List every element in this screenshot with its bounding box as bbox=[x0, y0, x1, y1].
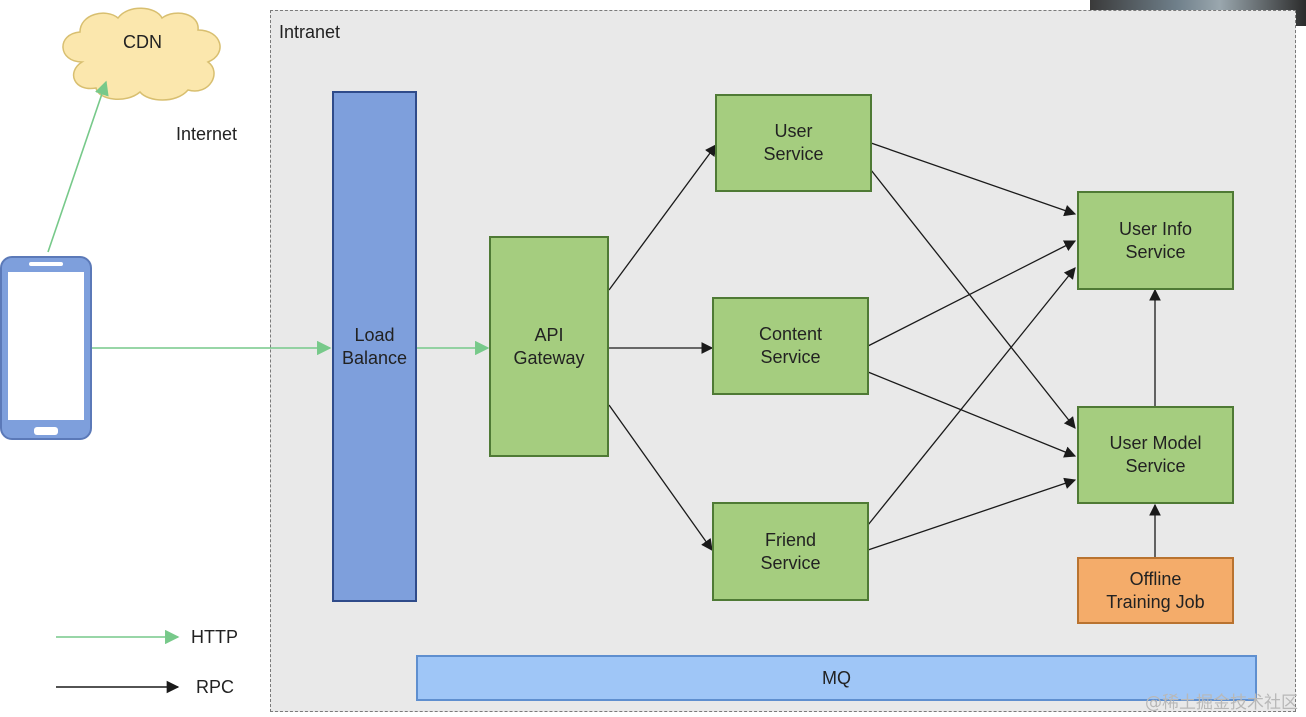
cdn-cloud-icon bbox=[62, 7, 221, 101]
legend-http-label: HTTP bbox=[191, 627, 238, 647]
offline-training-job-node: Offline Training Job bbox=[1077, 557, 1234, 624]
phone-speaker bbox=[29, 262, 63, 266]
user-model-service-node: User Model Service bbox=[1077, 406, 1234, 504]
arrow-gateway-to-friend-service bbox=[608, 404, 713, 551]
phone-screen bbox=[8, 272, 84, 420]
friend-service-node: Friend Service bbox=[712, 502, 869, 601]
arrow-user-to-usermodel bbox=[870, 169, 1076, 429]
arrow-gateway-to-user-service bbox=[608, 144, 717, 291]
arrow-phone-to-cdn bbox=[47, 80, 109, 253]
load-balance-node: Load Balance bbox=[332, 91, 417, 602]
api-gateway-node: API Gateway bbox=[489, 236, 609, 457]
watermark: @稀土掘金技术社区 bbox=[1145, 693, 1298, 713]
arrow-content-to-userinfo bbox=[867, 240, 1077, 347]
mq-node: MQ bbox=[416, 655, 1257, 701]
arrow-friend-to-userinfo bbox=[867, 267, 1076, 526]
arrow-user-to-userinfo bbox=[870, 142, 1077, 217]
phone-home-button bbox=[34, 427, 58, 435]
arrow-friend-to-usermodel bbox=[867, 477, 1077, 551]
user-service-node: User Service bbox=[715, 94, 872, 192]
intranet-label: Intranet bbox=[279, 22, 341, 42]
legend-rpc-label: RPC bbox=[196, 677, 235, 697]
user-info-service-node: User Info Service bbox=[1077, 191, 1234, 290]
arrow-content-to-usermodel bbox=[867, 371, 1077, 458]
content-service-node: Content Service bbox=[712, 297, 869, 395]
internet-label: Internet bbox=[176, 124, 238, 144]
cdn-label: CDN bbox=[123, 32, 162, 52]
